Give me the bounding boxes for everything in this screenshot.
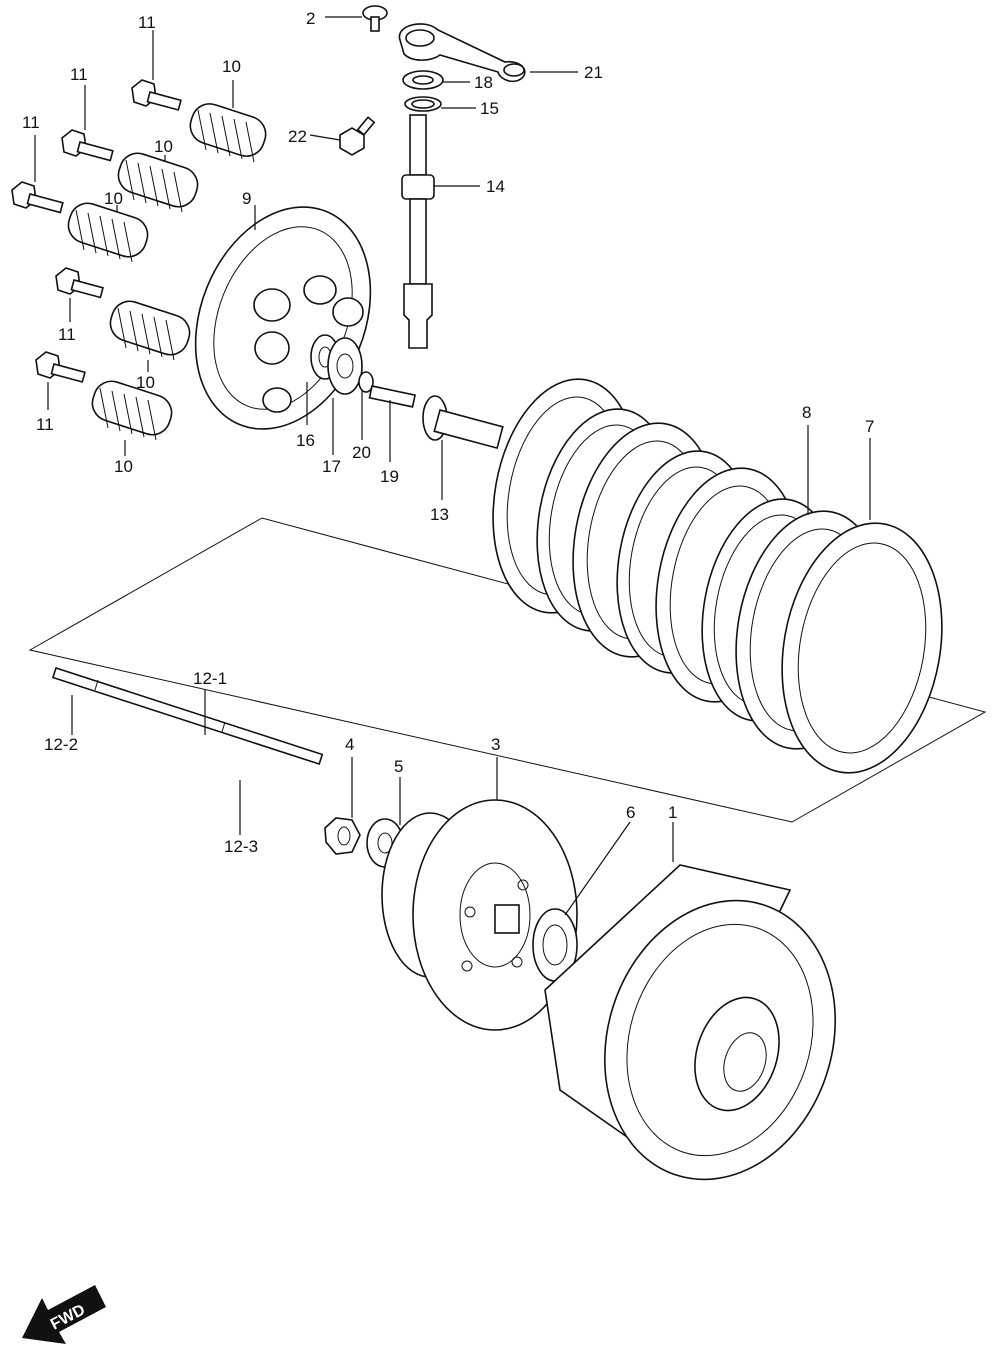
callout-12-2: 12-2 — [44, 735, 78, 754]
nut-20 — [358, 371, 374, 393]
callout-8: 8 — [802, 403, 811, 422]
pressure-plate-9 — [194, 206, 372, 430]
lifter-shaft-14 — [401, 114, 435, 349]
callout-9: 9 — [242, 189, 251, 208]
screw-2 — [362, 5, 388, 32]
callout-11-e: 11 — [36, 415, 54, 434]
bolt-11-e — [35, 351, 86, 383]
push-rod-12 — [51, 666, 324, 766]
callout-14: 14 — [486, 177, 505, 196]
bolt-11-d — [55, 267, 104, 299]
bolt-19 — [368, 385, 416, 408]
callout-5: 5 — [394, 757, 403, 776]
callout-18: 18 — [474, 73, 493, 92]
lifter-rod-13 — [422, 395, 504, 450]
clutch-housing-1 — [544, 864, 837, 1181]
callout-3: 3 — [491, 735, 500, 754]
nut-4 — [324, 817, 361, 855]
callout-13: 13 — [430, 505, 449, 524]
spring-10-b — [117, 152, 199, 213]
callout-16: 16 — [296, 431, 315, 450]
callout-12-3: 12-3 — [224, 837, 258, 856]
callout-19: 19 — [380, 467, 399, 486]
callout-11-a: 11 — [138, 13, 156, 32]
fwd-direction-arrow: FWD — [22, 1285, 106, 1344]
spring-10-e — [91, 380, 173, 441]
washer-15 — [404, 96, 442, 112]
bolt-11-a — [131, 79, 182, 111]
spring-10-d — [109, 300, 191, 361]
callout-11-c: 11 — [22, 113, 40, 132]
callout-10-b: 10 — [154, 137, 173, 156]
bearing-17 — [327, 337, 363, 395]
callout-15: 15 — [480, 99, 499, 118]
clutch-plate-stack — [492, 378, 943, 774]
callout-1: 1 — [668, 803, 677, 822]
washer-18 — [402, 70, 444, 90]
bolt-11-c — [11, 181, 64, 214]
callout-4: 4 — [345, 735, 354, 754]
callout-2: 2 — [306, 9, 315, 28]
callout-11-b: 11 — [70, 65, 88, 84]
bolt-11-b — [61, 129, 114, 162]
callout-21: 21 — [584, 63, 603, 82]
callout-6: 6 — [626, 803, 635, 822]
bolt-22 — [339, 116, 376, 156]
callout-17: 17 — [322, 457, 341, 476]
callout-11-d: 11 — [58, 325, 76, 344]
leader-lines — [34, 16, 871, 916]
clutch-center-3 — [381, 799, 578, 1031]
callout-12-1: 12-1 — [193, 669, 227, 688]
friction-disc-7 — [781, 522, 943, 774]
plate-group-outline — [28, 517, 987, 823]
callout-10-c: 10 — [104, 189, 123, 208]
callout-10-d: 10 — [136, 373, 155, 392]
callout-22: 22 — [288, 127, 307, 146]
callout-7: 7 — [865, 417, 874, 436]
callout-10-a: 10 — [222, 57, 241, 76]
spring-10-c — [67, 202, 149, 263]
clutch-lifter-arm — [398, 23, 526, 83]
callout-10-e: 10 — [114, 457, 133, 476]
spring-10-a — [189, 103, 267, 163]
callout-20: 20 — [352, 443, 371, 462]
